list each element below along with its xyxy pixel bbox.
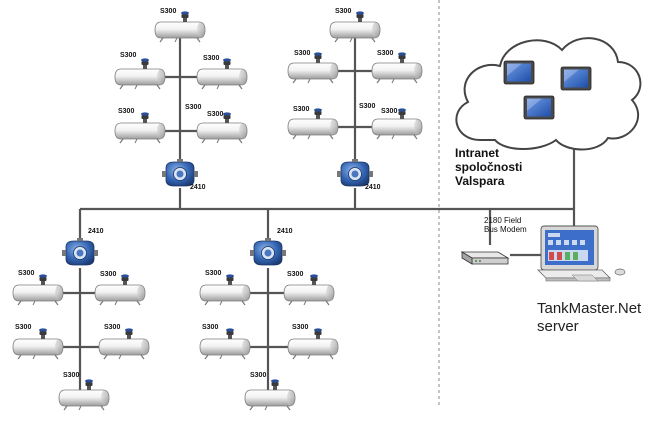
- tank-group-top-left: [114, 10, 248, 187]
- tank-icon: [98, 327, 150, 360]
- server-label: TankMaster.Net server: [537, 300, 641, 336]
- network-label-line: spoločnosti: [455, 160, 523, 174]
- network-label-line: Intranet: [455, 146, 500, 160]
- gauge-label: 2410: [365, 184, 381, 191]
- radar-gauge-icon: [336, 158, 374, 187]
- tank-icon: [199, 327, 251, 360]
- tank-label: S300: [205, 270, 222, 277]
- tank-label: S300: [185, 104, 202, 111]
- tank-icon: [12, 327, 64, 360]
- field-bus: [78, 140, 576, 257]
- tank-icon: [114, 111, 166, 144]
- field-bus-modem-icon: [460, 251, 510, 265]
- tank-label: S300: [292, 324, 309, 331]
- cloud-icon: [455, 37, 642, 151]
- monitor-icon: [503, 60, 535, 85]
- tank-label: S300: [63, 372, 80, 379]
- radar-gauge-icon: [249, 237, 287, 266]
- tank-icon: [114, 57, 166, 90]
- tank-icon: [287, 327, 339, 360]
- tank-label: S300: [203, 55, 220, 62]
- gauge-label: 2410: [190, 184, 206, 191]
- server-label-line: server: [537, 318, 579, 335]
- tank-label: S300: [160, 8, 177, 15]
- tank-label: S300: [293, 106, 310, 113]
- tank-icon: [58, 378, 110, 411]
- tank-icon: [12, 273, 64, 306]
- tank-label: S300: [335, 8, 352, 15]
- workstation-icon: [537, 225, 626, 282]
- tank-group-bottom-left: [12, 237, 150, 411]
- tank-icon: [199, 273, 251, 306]
- monitor-icon: [523, 95, 555, 120]
- tank-icon: [283, 273, 335, 306]
- modem-label: 2180 Field Bus Modem: [484, 216, 527, 234]
- tank-label: S300: [118, 108, 135, 115]
- tank-icon: [329, 10, 381, 43]
- modem-label-line: 2180 Field: [484, 216, 522, 225]
- tank-label: S300: [104, 324, 121, 331]
- tank-label: S300: [359, 103, 376, 110]
- network-label: Intranet spoločnosti Valspara: [455, 146, 522, 188]
- tank-label: S300: [15, 324, 32, 331]
- tank-icon: [244, 378, 296, 411]
- modem-label-line: Bus Modem: [484, 225, 527, 234]
- network-label-line: Valspara: [455, 174, 505, 188]
- tank-group-top-right: [287, 10, 423, 187]
- tank-label: S300: [287, 271, 304, 278]
- radar-gauge-icon: [161, 158, 199, 187]
- tank-label: S300: [18, 270, 35, 277]
- tank-label: S300: [250, 372, 267, 379]
- server-label-line: TankMaster.Net: [537, 300, 642, 317]
- tank-label: S300: [202, 324, 219, 331]
- tank-icon: [154, 10, 206, 43]
- tank-icon: [196, 57, 248, 90]
- tank-label: S300: [294, 50, 311, 57]
- gauge-label: 2410: [88, 228, 104, 235]
- tank-icon: [94, 273, 146, 306]
- tank-label: S300: [120, 52, 137, 59]
- tank-label: S300: [377, 50, 394, 57]
- tank-label: S300: [207, 111, 224, 118]
- monitor-icon: [560, 66, 592, 91]
- tank-group-bottom-right: [199, 237, 339, 411]
- tank-label: S300: [381, 108, 398, 115]
- radar-gauge-icon: [61, 237, 99, 266]
- tank-label: S300: [100, 271, 117, 278]
- gauge-label: 2410: [277, 228, 293, 235]
